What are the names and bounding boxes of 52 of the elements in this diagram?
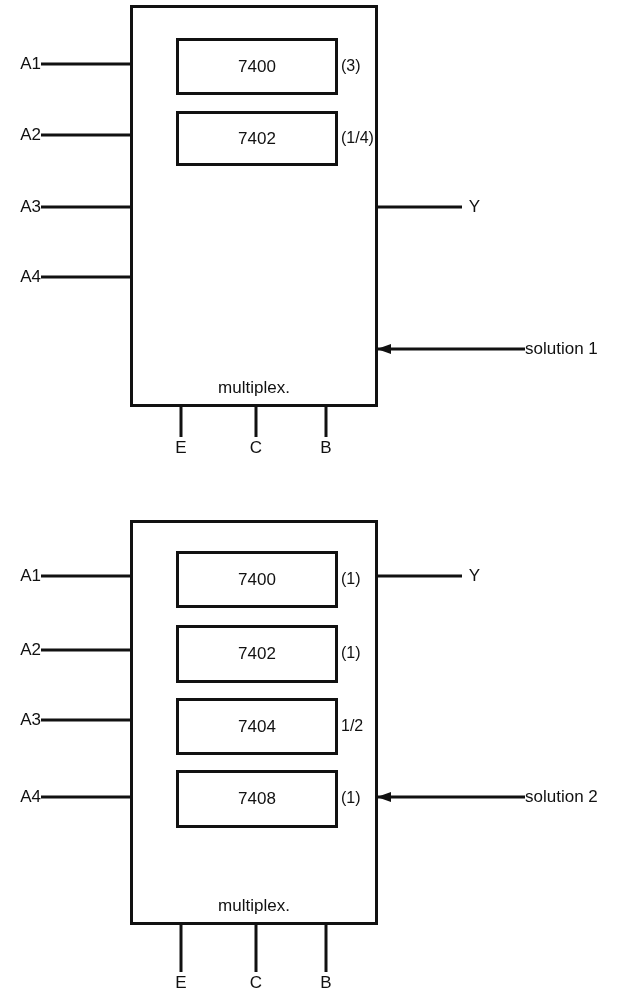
pin-line bbox=[254, 925, 258, 972]
pin-line bbox=[179, 925, 183, 972]
pin-line bbox=[378, 574, 462, 578]
pin-label: Y bbox=[462, 565, 487, 587]
pin-label: A2 bbox=[5, 124, 41, 146]
chip-box: 7402 bbox=[176, 625, 338, 683]
chip-box: 7402 bbox=[176, 111, 338, 166]
pin-line bbox=[254, 407, 258, 437]
pin-line bbox=[324, 925, 328, 972]
pin-label: B bbox=[315, 972, 337, 994]
block-title: multiplex. bbox=[217, 896, 291, 916]
pin-label: A1 bbox=[5, 565, 41, 587]
arrow bbox=[377, 344, 525, 354]
pin-label: E bbox=[170, 972, 192, 994]
pin-label: A1 bbox=[5, 53, 41, 75]
solution-label: solution 1 bbox=[525, 338, 640, 360]
pin-label: Y bbox=[462, 196, 487, 218]
pin-line bbox=[41, 275, 130, 279]
pin-label: A3 bbox=[5, 709, 41, 731]
arrow bbox=[377, 792, 525, 802]
pin-line bbox=[41, 133, 130, 137]
pin-line bbox=[41, 718, 130, 722]
chip-box: 7404 bbox=[176, 698, 338, 755]
pin-label: B bbox=[315, 437, 337, 459]
quantity-label: (1) bbox=[341, 789, 361, 807]
pin-line bbox=[41, 205, 130, 209]
quantity-label: (1) bbox=[341, 644, 361, 662]
solution-label: solution 2 bbox=[525, 786, 640, 808]
pin-label: A4 bbox=[5, 786, 41, 808]
pin-label: C bbox=[245, 972, 267, 994]
pin-label: E bbox=[170, 437, 192, 459]
chip-box: 7400 bbox=[176, 38, 338, 95]
pin-label: A3 bbox=[5, 196, 41, 218]
quantity-label: (3) bbox=[341, 56, 361, 75]
pin-line bbox=[41, 62, 130, 66]
pin-line bbox=[41, 648, 130, 652]
chip-box: 7408 bbox=[176, 770, 338, 828]
pin-label: C bbox=[245, 437, 267, 459]
chip-box: 7400 bbox=[176, 551, 338, 608]
quantity-label: 1/2 bbox=[341, 716, 364, 735]
block-title: multiplex. bbox=[217, 378, 291, 398]
pin-label: A4 bbox=[5, 266, 41, 288]
multiplexer-block bbox=[130, 520, 378, 925]
pin-line bbox=[41, 574, 130, 578]
multiplexer-block bbox=[130, 5, 378, 407]
pin-line bbox=[179, 407, 183, 437]
quantity-label: (1/4) bbox=[341, 128, 374, 147]
pin-line bbox=[41, 795, 130, 799]
pin-line bbox=[324, 407, 328, 437]
pin-line bbox=[378, 205, 462, 209]
quantity-label: (1) bbox=[341, 569, 361, 588]
pin-label: A2 bbox=[5, 639, 41, 661]
